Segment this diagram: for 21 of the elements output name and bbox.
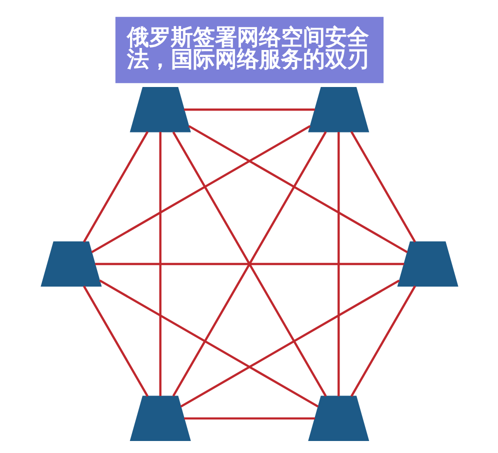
node-picture	[129, 87, 190, 132]
connector	[337, 132, 340, 396]
connector	[82, 286, 148, 397]
connector	[158, 132, 161, 396]
connector	[94, 262, 404, 266]
connector	[90, 125, 310, 254]
node-picture	[396, 241, 458, 287]
connector	[98, 280, 318, 408]
node-picture	[129, 396, 190, 442]
connector	[82, 131, 148, 242]
diagram-title: 俄罗斯签署网络空间安全法，国际网络服务的双刃	[126, 26, 369, 73]
connector	[184, 417, 314, 420]
node-picture	[40, 241, 102, 287]
connector	[350, 286, 416, 397]
node-picture	[308, 396, 369, 442]
connector	[172, 131, 326, 397]
node-picture	[308, 87, 369, 132]
connector	[350, 131, 416, 242]
connector	[184, 108, 314, 111]
connector	[180, 280, 400, 408]
connector	[188, 125, 408, 254]
